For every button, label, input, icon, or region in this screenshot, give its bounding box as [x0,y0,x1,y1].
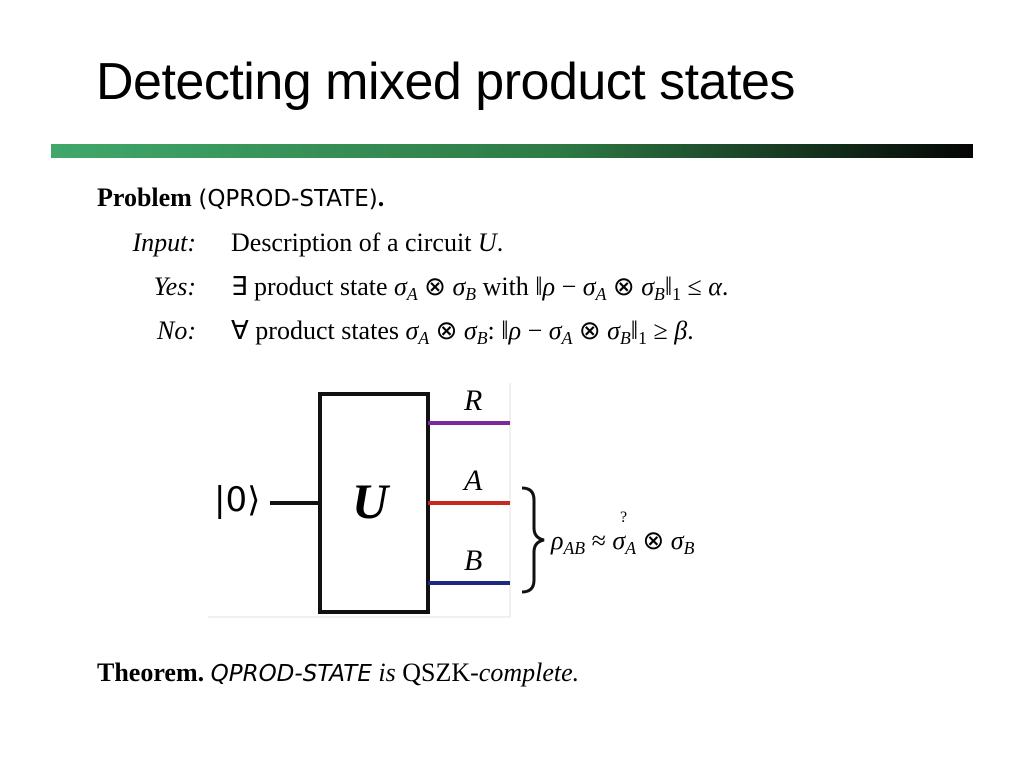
right-brace [521,486,545,594]
row-label-yes: Yes: [153,272,196,301]
row-body-no: ∀ product states σA ⊗ σB: ‖ρ − σA ⊗ σB‖1… [231,316,694,348]
sigma-symbol: σ [641,272,655,301]
exists-symbol: ∃ [231,272,248,301]
otimes-symbol: ⊗ [417,272,453,301]
forall-symbol: ∀ [231,316,249,345]
row-text: product states [248,316,406,345]
subscript: B [683,537,695,558]
problem-heading: Problem (QPROD-STATE). [97,183,384,213]
wire-label-r: R [464,384,483,417]
row-text: product state [247,272,395,301]
minus-symbol: − [521,316,549,345]
theorem-text: is [371,658,403,687]
rho-symbol: ρ [542,272,556,301]
geq-symbol: ≥ [646,316,675,345]
norm-bracket: ‖ [664,272,673,301]
reduced-state-expression: ρAB ≈ σA ⊗ σB [551,526,695,558]
otimes-symbol: ⊗ [606,272,642,301]
subscript: A [406,283,418,304]
complexity-class: QSZK [402,658,471,687]
subscript: B [465,283,477,304]
wire-label-a: A [464,464,483,497]
row-body-input: Description of a circuit U. [231,228,503,258]
slide-title: Detecting mixed product states [96,53,795,111]
row-label-input: Input: [132,228,196,257]
norm-bracket: ‖ [501,316,509,345]
subscript: A [625,537,636,558]
norm-subscript: 1 [638,327,647,348]
sigma-symbol: σ [612,526,626,555]
row-text: : [487,316,502,345]
alpha-symbol: α [708,272,722,301]
sigma-symbol: σ [394,272,407,301]
sigma-symbol: σ [405,316,419,345]
norm-bracket: ‖ [630,316,639,345]
problem-name: (QPROD-STATE) [198,186,378,212]
gate-label-u: U [352,473,389,529]
sigma-symbol: σ [452,272,466,301]
subscript: AB [563,537,586,558]
otimes-symbol: ⊗ [429,316,464,345]
input-ket-zero: |0⟩ [214,480,261,520]
row-text: Description of a circuit [231,228,478,257]
row-text: . [721,272,729,301]
wire-label-b: B [464,544,483,577]
title-underline-bar [51,144,973,158]
subscript: A [561,327,573,348]
problem-keyword: Problem [97,183,192,212]
sigma-symbol: σ [607,316,620,345]
sigma-symbol: σ [582,272,596,301]
row-label-no: No: [157,316,196,345]
sigma-symbol: σ [670,526,684,555]
sigma-symbol: σ [548,316,562,345]
otimes-symbol: ⊗ [572,316,608,345]
otimes-symbol: ⊗ [635,526,671,555]
approx-question-mark: ? [620,509,628,526]
theorem-text: -complete. [470,658,580,687]
subscript: A [418,327,430,348]
rho-symbol: ρ [551,526,564,555]
subscript: B [619,327,631,348]
minus-symbol: − [555,272,583,301]
approx-symbol: ≈ [591,526,606,555]
subscript: B [654,283,665,304]
subscript: A [595,283,607,304]
theorem-statement: Theorem. QPROD-STATE is QSZK-complete. [97,658,579,688]
rho-symbol: ρ [508,316,522,345]
leq-symbol: ≤ [680,272,709,301]
row-body-yes: ∃ product state σA ⊗ σB with ‖ρ − σA ⊗ σ… [231,272,729,304]
subscript: B [476,327,488,348]
norm-bracket: ‖ [535,272,543,301]
beta-symbol: β [674,316,688,345]
norm-subscript: 1 [672,283,681,304]
theorem-problem-name: QPROD-STATE [210,661,372,687]
row-text: . [496,228,504,257]
sigma-symbol: σ [463,316,477,345]
circuit-symbol: U [477,228,497,257]
problem-period: . [377,183,385,212]
theorem-keyword: Theorem. [97,658,205,687]
row-text: . [687,316,694,345]
row-text: with [476,272,536,301]
unitary-gate-box [318,392,430,614]
